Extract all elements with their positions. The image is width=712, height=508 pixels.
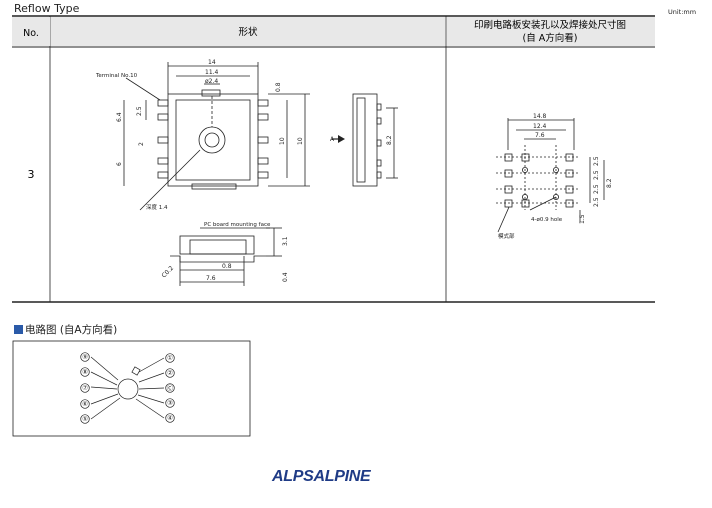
- col-header-pcb: 印刷电路板安装孔以及焊接处尺寸图: [474, 19, 626, 31]
- dim-2-5: 2.5: [136, 106, 143, 116]
- dim-dia-2-4: ø2.4: [205, 78, 218, 85]
- pcb-dim-14-8: 14.8: [533, 113, 547, 120]
- circuit-pin-4: ④: [167, 414, 173, 422]
- pcb-dim-2-5-d: 2.5: [593, 197, 600, 207]
- circuit-title: 电路图 (自A方向看): [14, 322, 117, 337]
- pcb-dim-2-5-a: 2.5: [593, 156, 600, 166]
- circuit-pin-7: ⑦: [82, 384, 88, 392]
- dim-14: 14: [208, 59, 216, 66]
- dim-2: 2: [138, 142, 145, 146]
- circuit-pin-2: ②: [167, 369, 173, 377]
- circuit-title-text: 电路图 (自A方向看): [25, 324, 118, 336]
- dim-0-8-top: 0.8: [275, 82, 282, 92]
- pcb-face-label: PC board mounting face: [204, 222, 271, 228]
- dim-0-4: 0.4: [282, 272, 289, 282]
- dim-c0-2: C0.2: [160, 265, 175, 280]
- pcb-dim-12-4: 12.4: [533, 123, 547, 130]
- circuit-frame: [12, 340, 251, 437]
- circuit-pin-8: ⑧: [82, 368, 88, 376]
- shape-front-view: [170, 227, 282, 286]
- shape-side-view: [352, 93, 398, 187]
- dim-3-1: 3.1: [282, 236, 289, 246]
- circuit-pin-1: ①: [167, 354, 173, 362]
- shape-top-view: [123, 62, 310, 211]
- dim-8-2-side: 8.2: [386, 135, 393, 145]
- dim-11-4: 11.4: [205, 69, 219, 76]
- pcb-hole-label: 4-ø0.9 hole: [531, 217, 563, 223]
- row-number: 3: [28, 168, 35, 181]
- circuit-pin-3: ③: [167, 399, 173, 407]
- pcb-dim-2-5-c: 2.5: [593, 184, 600, 194]
- brand-logo: ALPSALPINE: [272, 468, 371, 485]
- dim-6-4: 6.4: [116, 112, 123, 122]
- dim-10-outer: 10: [297, 137, 304, 145]
- dim-10-inner: 10: [279, 137, 286, 145]
- view-arrow-a: A: [330, 136, 335, 143]
- col-header-view: (自 A方向看): [523, 32, 578, 44]
- circuit-pin-5: ⑤: [82, 415, 88, 423]
- col-header-no: No.: [23, 28, 39, 39]
- unit-label: Unit:mm: [668, 8, 697, 16]
- depth-label: 深度 1.4: [146, 203, 168, 211]
- terminal-label: Terminal No.10: [95, 73, 138, 79]
- document-title: Reflow Type: [14, 2, 80, 15]
- pcb-dim-8-2: 8.2: [606, 178, 613, 188]
- pcb-hole-drawing: [496, 118, 605, 233]
- pcb-pattern-label: 模式部: [498, 232, 515, 240]
- circuit-diagram: [80, 352, 175, 424]
- section-marker-icon: [14, 325, 23, 334]
- pcb-dim-7-6: 7.6: [535, 132, 545, 139]
- col-header-shape: 形状: [238, 26, 258, 38]
- circuit-pin-9: ⑨: [82, 353, 88, 361]
- pcb-dim-2-5-b: 2.5: [593, 170, 600, 180]
- dim-6: 6: [116, 162, 123, 166]
- circuit-pin-c: Ⓒ: [167, 384, 174, 392]
- circuit-pin-6: ⑥: [82, 400, 88, 408]
- pcb-dim-1-5: 1.5: [579, 214, 586, 224]
- dim-0-8-front: 0.8: [222, 263, 232, 270]
- dim-7-6-front: 7.6: [206, 275, 216, 282]
